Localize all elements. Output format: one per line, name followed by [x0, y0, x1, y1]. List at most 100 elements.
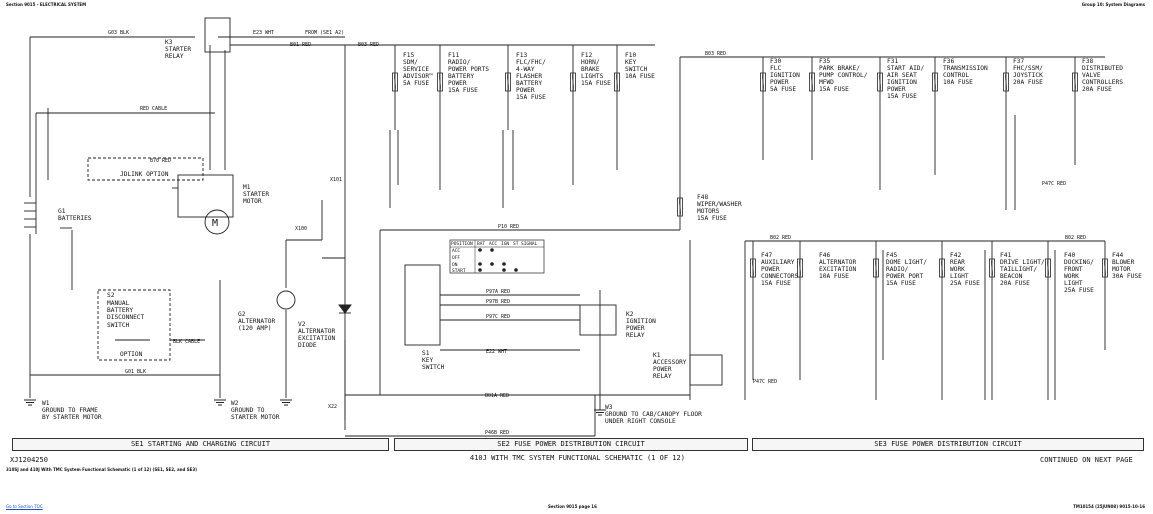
wire-b02: B02 RED [770, 235, 791, 241]
table-header-st: ST [513, 241, 519, 247]
page-header-right: Group 10: System Diagrams [1081, 2, 1145, 7]
fuse-f42-line: REAR [950, 259, 965, 266]
section-se2: SE2 FUSE POWER DISTRIBUTION CIRCUIT [394, 438, 748, 451]
go-to-section-toc-link[interactable]: Go to Section TOC [6, 504, 43, 509]
fuse-f15-line: 5A FUSE [403, 80, 429, 87]
fuse-f11-line: POWER PORTS [448, 66, 489, 73]
fuse-f35-line: PARK BRAKE/ [819, 65, 860, 72]
s2-label-1: MANUAL [107, 300, 130, 307]
fuse-f37-line: 20A FUSE [1013, 79, 1043, 86]
motor-symbol: M [212, 218, 218, 229]
k1-label-2: POWER [653, 366, 672, 373]
wire-p97a: P97A RED [486, 289, 510, 295]
fuse-f31-line: POWER [887, 86, 906, 93]
fuse-f37-id: F37 [1013, 58, 1024, 65]
table-header-position: POSITION [451, 241, 473, 247]
fuse-f30-line: 5A FUSE [770, 86, 796, 93]
k3-label-1: STARTER [165, 46, 191, 53]
wire-p97c: P97C RED [486, 314, 510, 320]
fuse-f13-line: FLASHER [516, 73, 542, 80]
w3-label-1: GROUND TO CAB/CANOPY FLOOR [605, 411, 702, 418]
fuse-f30-line: IGNITION [770, 72, 800, 79]
fuse-f10-id: F10 [625, 52, 636, 59]
k3-label-0: K3 [165, 39, 173, 46]
k2-label-3: RELAY [626, 332, 645, 339]
wire-e23: E23 WHT [253, 30, 274, 36]
key-switch-table: POSITION BAT ACC IGN ST SIGNAL ACC OFF O… [449, 239, 545, 274]
fuse-f35-line: MFWD [819, 79, 834, 86]
fuse-f41-line: BEACON [1000, 273, 1023, 280]
wire-b01: B01 RED [290, 42, 311, 48]
fuse-f35-line: 15A FUSE [819, 86, 849, 93]
wire-p47c2: P47C RED [1042, 181, 1066, 187]
w2-label-2: STARTER MOTOR [231, 414, 280, 421]
fuse-f31-line: IGNITION [887, 79, 917, 86]
wire-b70: B70 RED [150, 158, 171, 164]
v2-label-0: V2 [298, 321, 306, 328]
fuse-f36-line: 10A FUSE [943, 79, 973, 86]
fuse-f41-id: F41 [1000, 252, 1011, 259]
fuse-f35-line: PUMP CONTROL/ [819, 72, 868, 79]
s2-label-2: BATTERY [107, 307, 133, 314]
g2-label-1: ALTERNATOR [238, 318, 276, 325]
fuse-f15-line: ADVISOR™ [403, 73, 433, 80]
s2-label-0: S2 [107, 292, 115, 299]
fuse-f40-line: LIGHT [1064, 280, 1083, 287]
jdlink-option-label: JDLINK OPTION [120, 171, 169, 178]
connector-x22: X22 [328, 404, 337, 410]
fuse-f46-id: F46 [819, 252, 830, 259]
fuse-f36-line: CONTROL [943, 72, 969, 79]
fuse-f37-line: JOYSTICK [1013, 72, 1043, 79]
k2-label-2: POWER [626, 325, 645, 332]
footer-doc-id: TM10154 (25JUN08) 9015-10-16 [1073, 504, 1145, 509]
table-row-off: OFF [452, 255, 460, 261]
fuse-f12-line: LIGHTS [581, 73, 604, 80]
fuse-f46-line: 10A FUSE [819, 273, 849, 280]
fuse-f15-id: F15 [403, 52, 414, 59]
table-header-signal: SIGNAL [521, 241, 538, 247]
fuse-f41-line: TAILLIGHT/ [1000, 266, 1038, 273]
s2-label-3: DISCONNECT [107, 314, 145, 321]
m1-label-0: M1 [243, 184, 251, 191]
fuse-f11-line: RADIO/ [448, 59, 471, 66]
fuse-f42-id: F42 [950, 252, 961, 259]
fuse-f42-line: 25A FUSE [950, 280, 980, 287]
fuse-f12-line: BRAKE [581, 66, 600, 73]
fuse-f41-line: 20A FUSE [1000, 280, 1030, 287]
fuse-f10-line: 10A FUSE [625, 73, 655, 80]
page-header-left: Section 9015 - ELECTRICAL SYSTEM [6, 2, 87, 7]
wire-red-cable: RED CABLE [140, 106, 167, 112]
k1-label-3: RELAY [653, 373, 672, 380]
fuse-f31-line: AIR SEAT [887, 72, 917, 79]
f48-label-3: 15A FUSE [697, 215, 727, 222]
fuse-f35-id: F35 [819, 58, 830, 65]
fuse-f11-line: POWER [448, 80, 467, 87]
table-row-on: ON [452, 262, 458, 268]
fuse-f40-id: F40 [1064, 252, 1075, 259]
section-se3: SE3 FUSE POWER DISTRIBUTION CIRCUIT [752, 438, 1144, 451]
connector-x100: X100 [295, 226, 307, 232]
wire-from-a2: FROM (SE1 A2) [305, 30, 344, 36]
w3-label-2: UNDER RIGHT CONSOLE [605, 418, 676, 425]
fuse-f41-line: DRIVE LIGHT/ [1000, 259, 1045, 266]
figure-caption: 310SJ and 410J With TMC System Functiona… [6, 467, 197, 472]
fuse-f45-id: F45 [886, 252, 897, 259]
fuse-f40-line: FRONT [1064, 266, 1083, 273]
fuse-f13-line: 4-WAY [516, 66, 535, 73]
g2-label-2: (120 AMP) [238, 325, 272, 332]
fuse-f45-line: RADIO/ [886, 266, 909, 273]
k3-label-2: RELAY [165, 53, 184, 60]
w3-label-0: W3 [605, 404, 613, 411]
table-row-acc: ACC [452, 248, 460, 254]
fuse-f38-id: F38 [1082, 58, 1093, 65]
fuse-f47-line: AUXILIARY [761, 259, 795, 266]
fuse-f38-line: DISTRIBUTED [1082, 65, 1123, 72]
w1-label-2: BY STARTER MOTOR [42, 414, 102, 421]
wire-p10: P10 RED [498, 224, 519, 230]
fuse-f30-id: F30 [770, 58, 781, 65]
connector-x101: X101 [330, 177, 342, 183]
fuse-f46-line: EXCITATION [819, 266, 857, 273]
fuse-f13-line: BATTERY [516, 80, 542, 87]
k1-label-1: ACCESSORY [653, 359, 687, 366]
wire-b03b: B03 RED [705, 51, 726, 57]
